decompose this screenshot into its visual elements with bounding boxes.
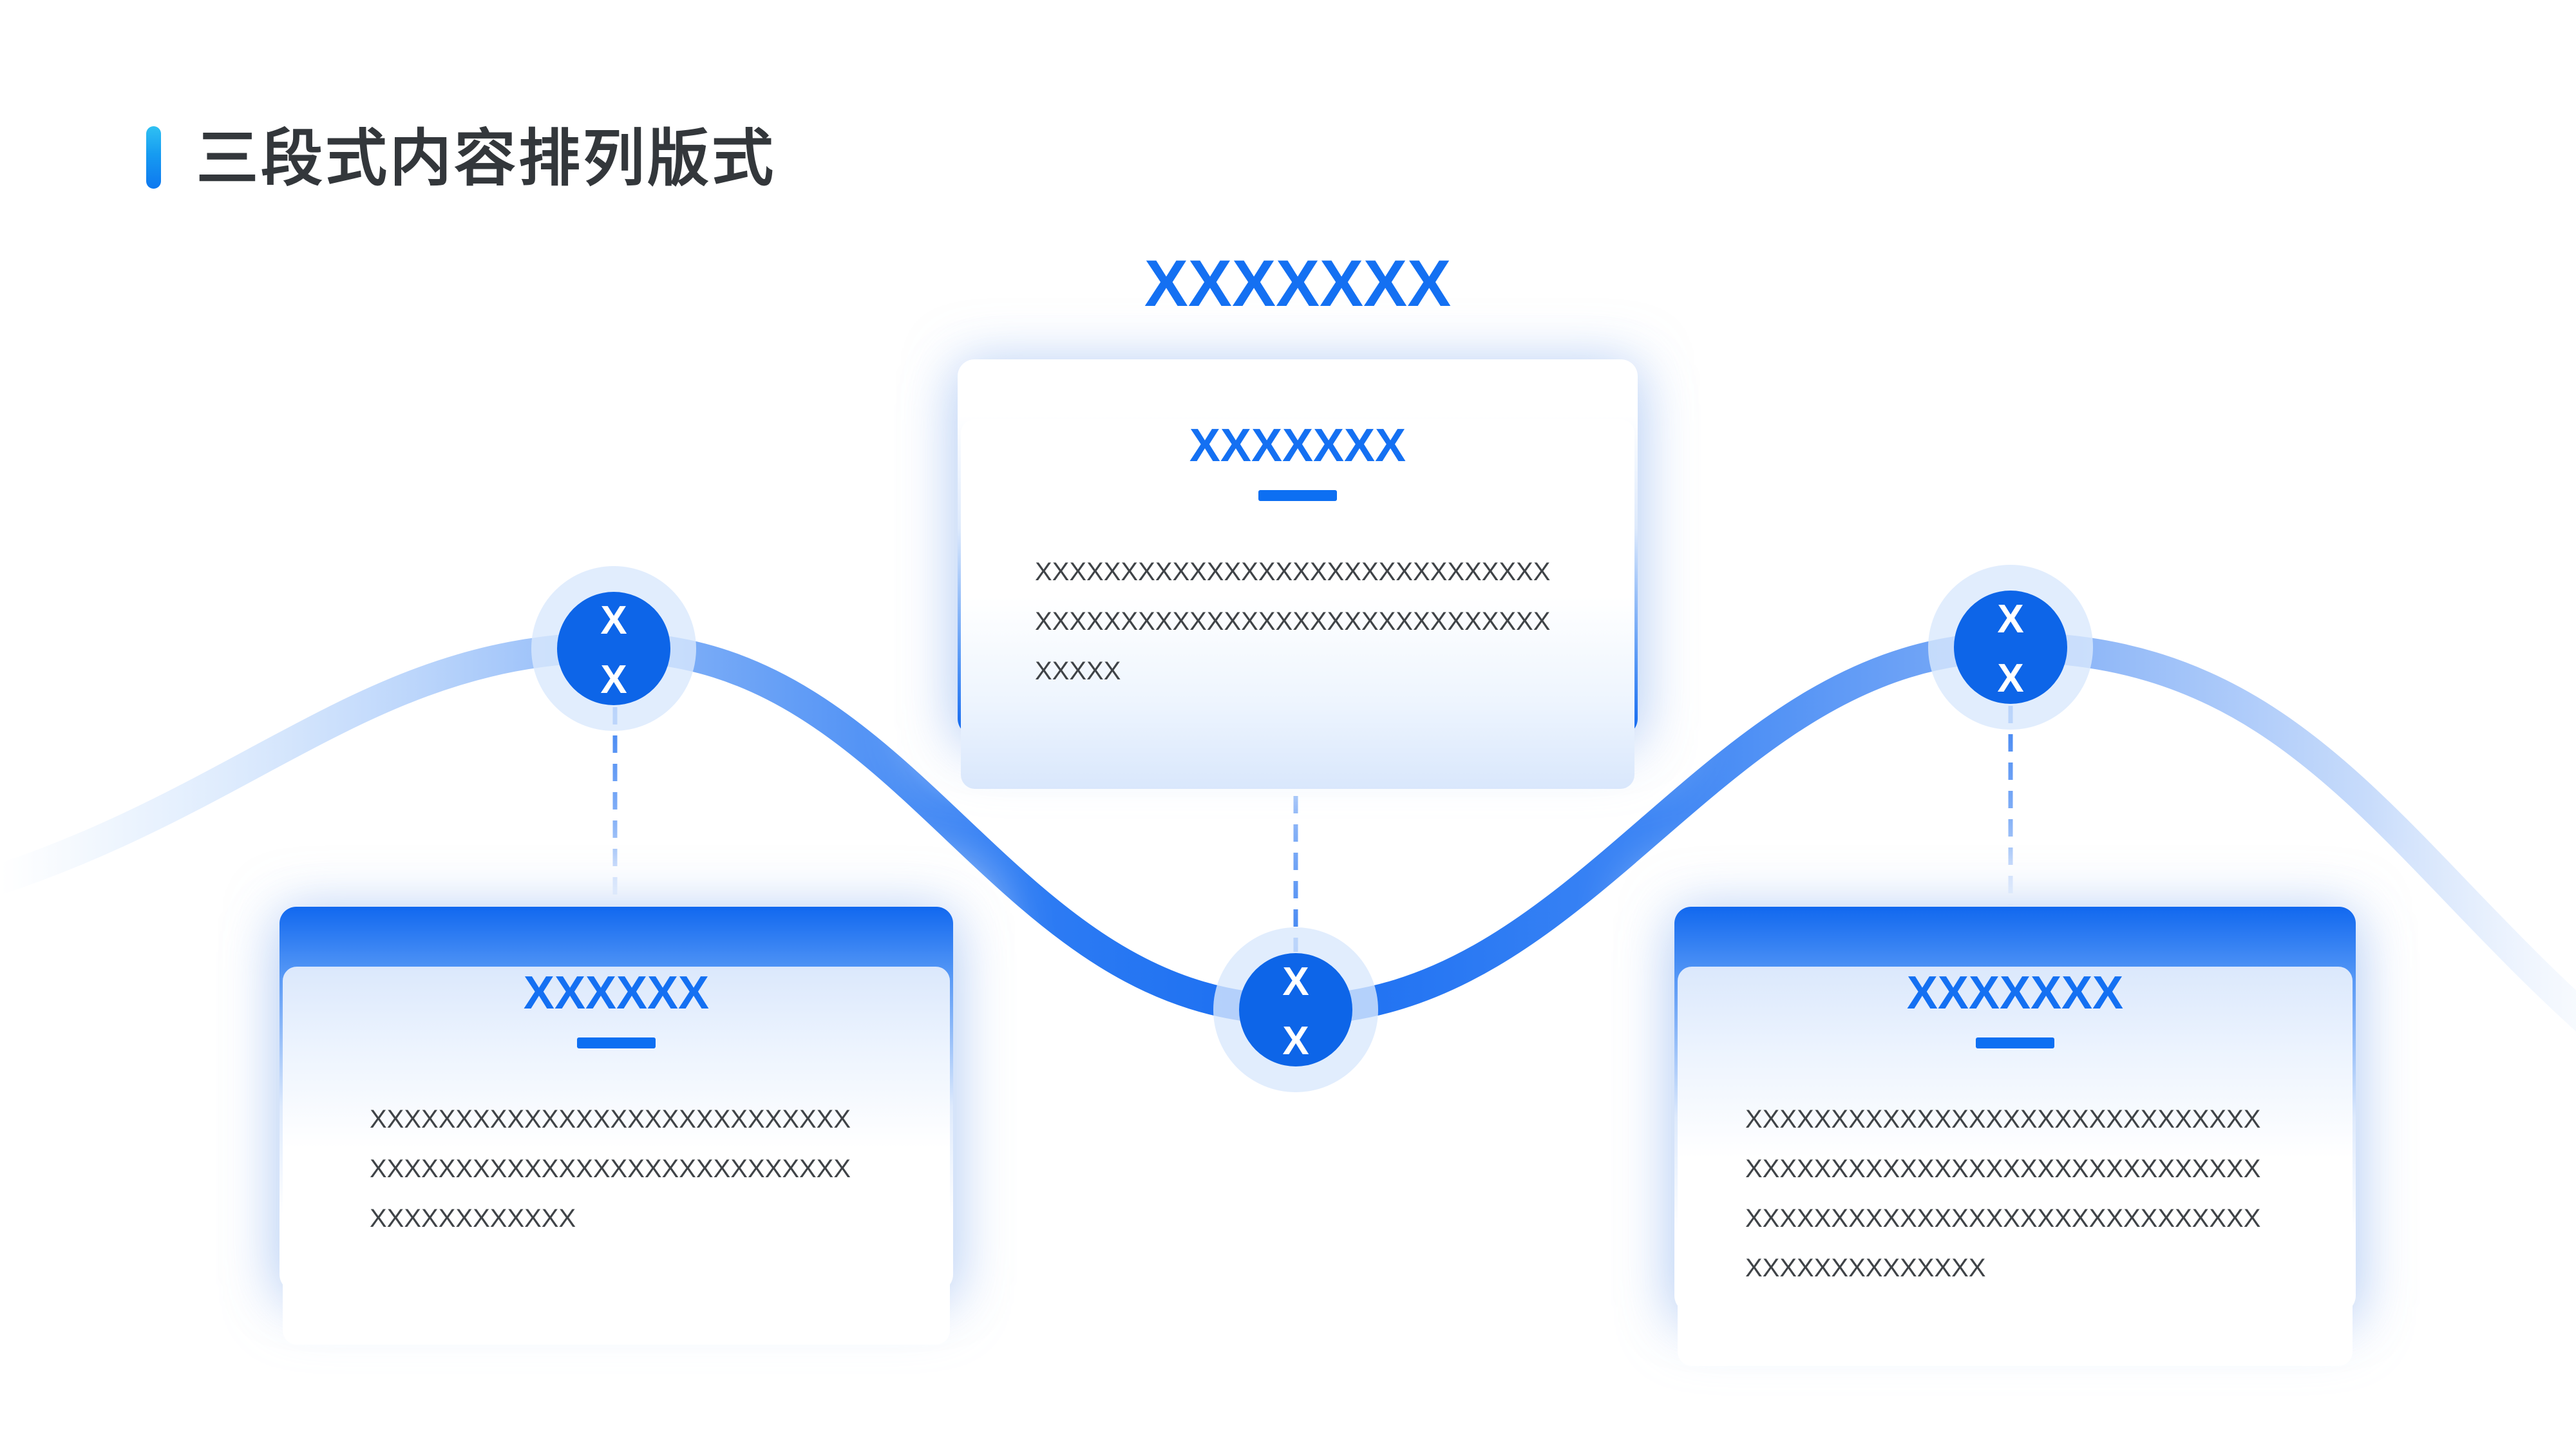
card-center-body-line: XXXXXXXXXXXXXXXXXXXXXXXXXXXXXX — [1035, 558, 1551, 586]
card-right-underline — [1976, 1037, 2054, 1048]
node-right-circle — [1954, 591, 2067, 704]
card-center-heading: XXXXXXX — [1189, 420, 1406, 471]
page-title-block: 三段式内容排列版式 — [146, 108, 776, 198]
card-right-body-line: XXXXXXXXXXXXXXXXXXXXXXXXXXXXXX — [1745, 1105, 2261, 1133]
card-center: XXXXXXX XXXXXXXXXXXXXXXXXXXXXXXXXXXXXX X… — [958, 359, 1638, 789]
card-left-body: XXXXXXXXXXXXXXXXXXXXXXXXXXXX XXXXXXXXXXX… — [283, 1095, 950, 1244]
card-right-body: XXXXXXXXXXXXXXXXXXXXXXXXXXXXXX XXXXXXXXX… — [1678, 1095, 2353, 1293]
title-accent-bar-icon — [146, 126, 161, 189]
node-center-circle — [1239, 953, 1352, 1066]
card-right-heading: XXXXXXX — [1906, 967, 2124, 1019]
card-left-body-line: XXXXXXXXXXXXXXXXXXXXXXXXXXXX — [370, 1155, 851, 1183]
page-title: 三段式内容排列版式 — [196, 124, 776, 193]
card-center-body-line: XXXXX — [1035, 657, 1121, 685]
node-left-circle — [557, 592, 670, 705]
card-right: XXXXXXX XXXXXXXXXXXXXXXXXXXXXXXXXXXXXX X… — [1674, 907, 2356, 1366]
card-left-body-line: XXXXXXXXXXXXXXXXXXXXXXXXXXXX — [370, 1105, 851, 1133]
card-right-body-line: XXXXXXXXXXXXXXXXXXXXXXXXXXXXXX — [1745, 1204, 2261, 1233]
card-left-body-line: XXXXXXXXXXXX — [370, 1204, 576, 1233]
section-top-heading: XXXXXXX — [1144, 247, 1452, 320]
card-left-heading: XXXXXX — [523, 967, 710, 1019]
card-center-body-line: XXXXXXXXXXXXXXXXXXXXXXXXXXXXXX — [1035, 607, 1551, 636]
card-left-underline — [577, 1037, 656, 1048]
card-right-body-line: XXXXXXXXXXXXXX — [1745, 1254, 1986, 1282]
card-center-body: XXXXXXXXXXXXXXXXXXXXXXXXXXXXXX XXXXXXXXX… — [961, 547, 1634, 696]
card-right-body-line: XXXXXXXXXXXXXXXXXXXXXXXXXXXXXX — [1745, 1155, 2261, 1183]
card-left: XXXXXX XXXXXXXXXXXXXXXXXXXXXXXXXXXX XXXX… — [279, 907, 953, 1345]
card-center-underline — [1258, 490, 1337, 501]
